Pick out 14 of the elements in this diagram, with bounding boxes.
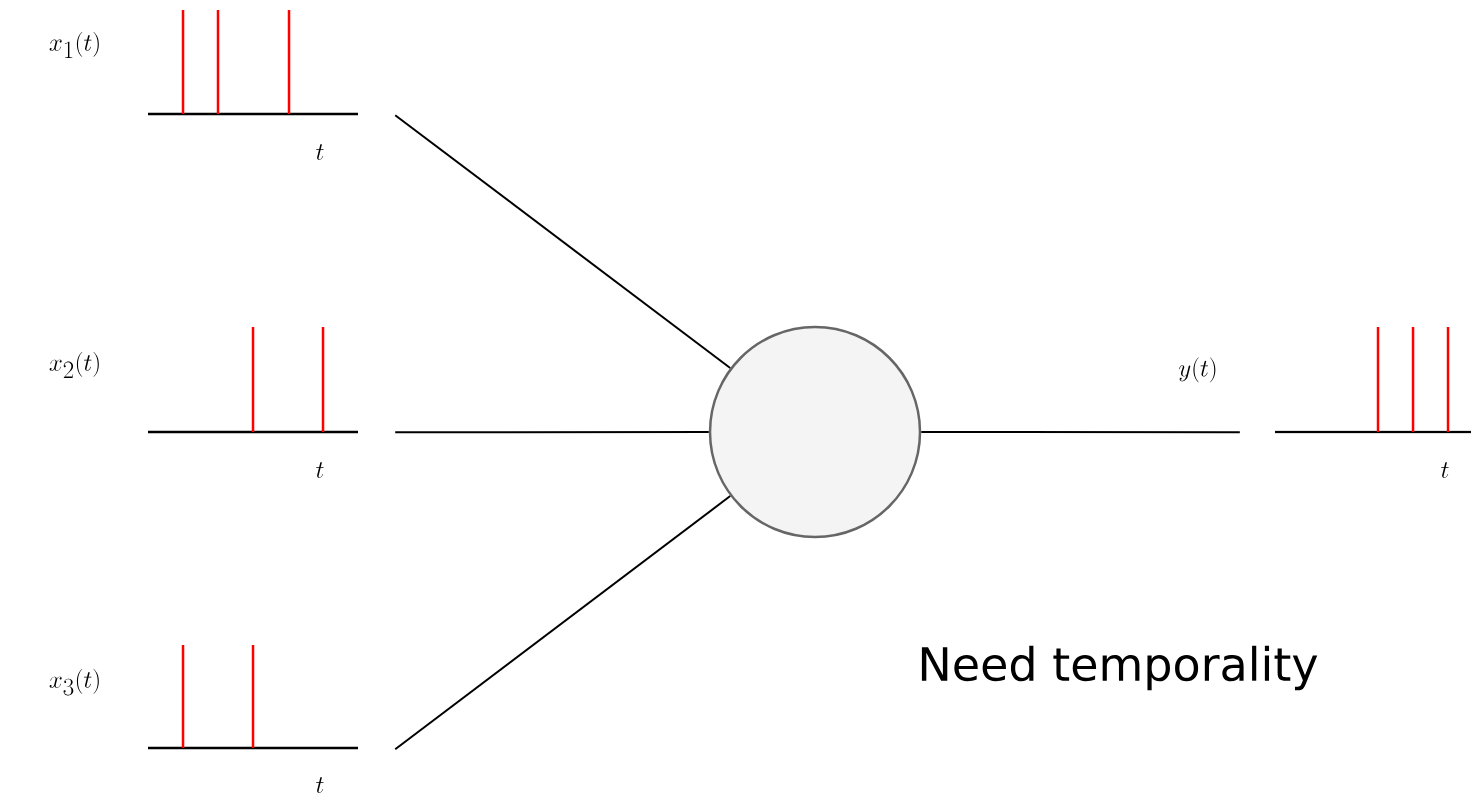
neuron-circle — [708, 325, 922, 539]
axis-label: $t$ — [316, 144, 324, 160]
connector-line — [394, 431, 710, 434]
connector-line — [394, 495, 732, 751]
axis-label: $t$ — [316, 462, 324, 478]
connector-line — [920, 431, 1241, 434]
caption-text: Need temporality — [921, 645, 1318, 691]
connector-line — [394, 114, 732, 369]
signal-label: $x_1(t)$ — [49, 31, 99, 59]
axis-label: $t$ — [1441, 462, 1449, 478]
signal-label: $x_3(t)$ — [49, 668, 99, 696]
signal-label: $x_2(t)$ — [49, 351, 99, 379]
signal-label: $y(t)$ — [1179, 357, 1216, 383]
axis-label: $t$ — [316, 777, 324, 793]
